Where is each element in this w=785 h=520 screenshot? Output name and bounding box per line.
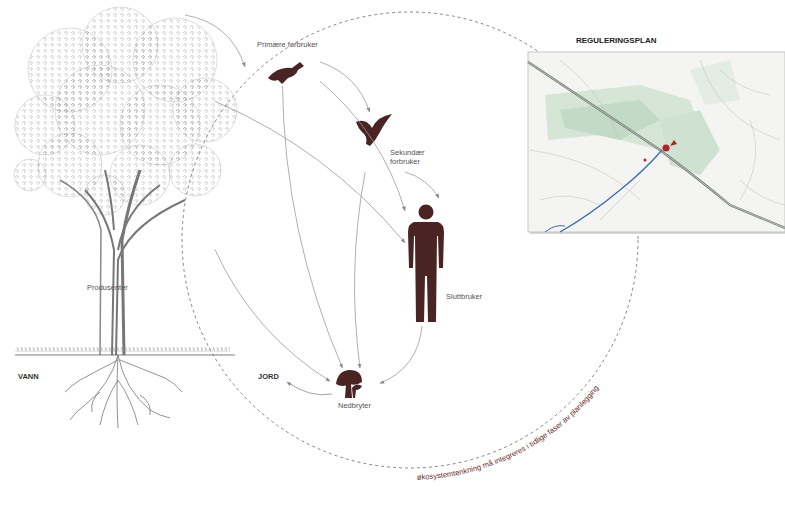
soil-label: JORD <box>258 372 279 381</box>
food-chain-arrow <box>215 101 405 243</box>
consumer-node: Sekundær forbruker <box>352 112 440 172</box>
water-label: VANN <box>18 372 39 381</box>
consumer-node: Sluttbruker <box>405 198 490 326</box>
node-label: Produsenter <box>87 283 128 292</box>
mushroom-icon <box>336 370 362 398</box>
food-chain-arrow <box>283 86 343 368</box>
food-chain-arrow <box>320 81 405 211</box>
producer-node: Produsenter <box>15 15 215 360</box>
food-chain-arrow <box>215 250 330 382</box>
node-label: Primære forbruker <box>257 40 318 49</box>
map-node: REGULERINGSPLAN <box>528 32 785 232</box>
food-chain-arrow <box>380 326 422 383</box>
animal-icon <box>268 62 304 84</box>
consumer-node: Primære forbruker <box>245 38 320 86</box>
human-icon <box>408 205 444 323</box>
flow-arrow <box>287 382 332 395</box>
map-panel <box>528 52 785 234</box>
food-chain-arrow <box>355 172 366 368</box>
curved-note: økosystemtenkning må integreres i tidlig… <box>417 384 601 482</box>
node-label: Sekundær forbruker <box>390 148 438 166</box>
decomposer-node: Nedbryter <box>330 368 380 412</box>
food-chain-arrow <box>185 15 245 67</box>
food-chain-arrow <box>405 172 439 198</box>
tree-illustration <box>14 7 237 428</box>
node-label: Sluttbruker <box>446 292 482 301</box>
node-label: Nedbryter <box>338 401 371 410</box>
node-label: REGULERINGSPLAN <box>576 36 656 45</box>
bird-icon <box>356 114 392 146</box>
